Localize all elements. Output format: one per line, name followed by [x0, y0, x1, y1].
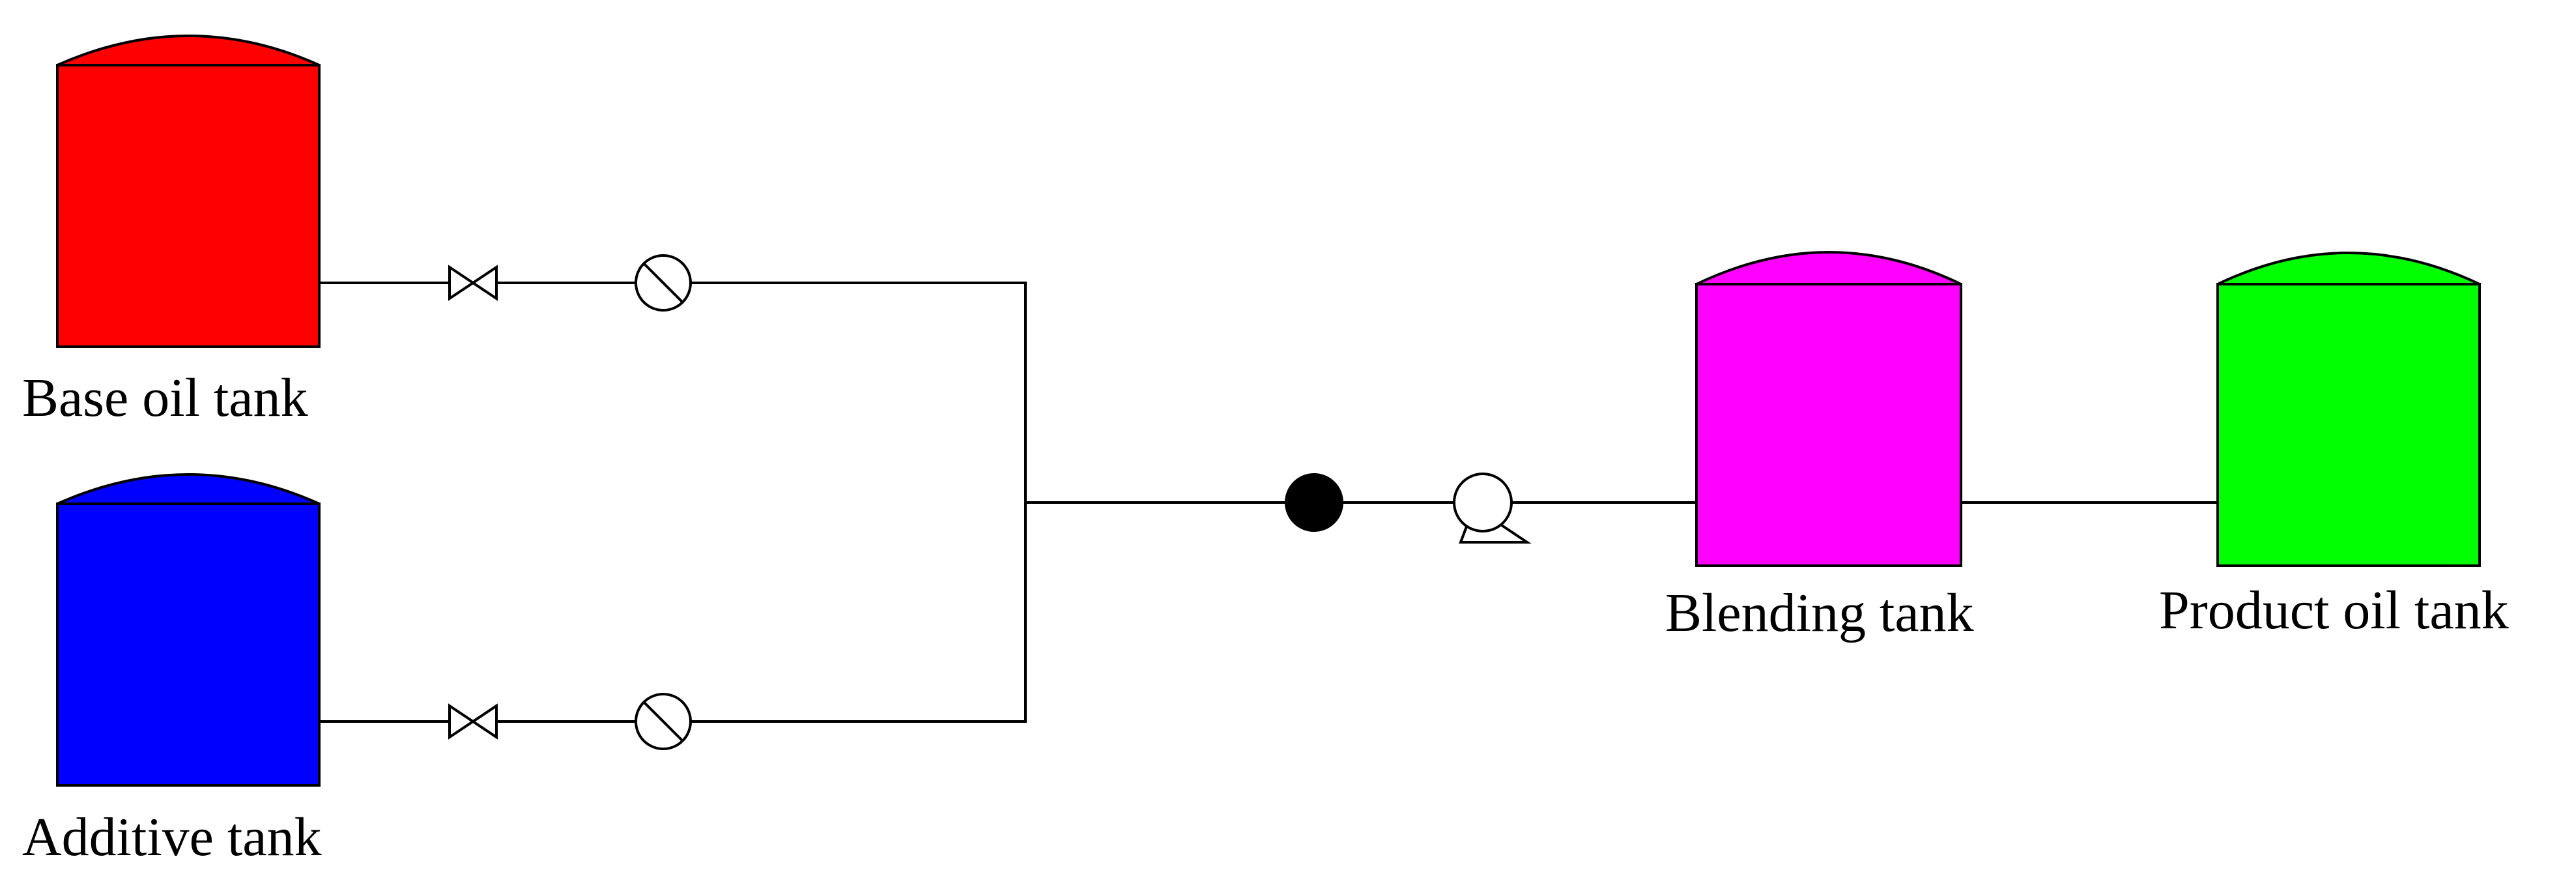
product-oil-tank-label: Product oil tank	[2159, 580, 2509, 641]
gate-valve-icon	[448, 703, 498, 740]
additive-tank-body	[56, 503, 321, 787]
additive-tank-label: Additive tank	[22, 807, 322, 867]
product-oil-tank-dome	[2217, 252, 2480, 285]
additive-tank-dome	[57, 473, 320, 505]
blending-tank-dome	[1696, 251, 1962, 285]
gate-valve-icon	[448, 265, 498, 301]
filled-circle-icon	[1285, 473, 1343, 532]
pipes	[319, 282, 2218, 723]
blending-tank-body	[1695, 283, 1962, 567]
base-oil-tank: Base oil tank	[22, 35, 321, 428]
product-oil-tank-body	[2216, 283, 2481, 567]
base-oil-tank-body	[56, 64, 321, 348]
flowmeter-icon	[635, 254, 692, 312]
blending-tank-label: Blending tank	[1665, 583, 1974, 643]
flowmeter-icon	[635, 693, 692, 750]
pump-icon	[1453, 473, 1532, 544]
additive-tank: Additive tank	[22, 473, 322, 867]
blending-tank: Blending tank	[1665, 251, 1974, 643]
product-oil-tank: Product oil tank	[2159, 252, 2509, 641]
base-oil-tank-dome	[57, 35, 320, 66]
base-oil-tank-label: Base oil tank	[22, 368, 308, 428]
